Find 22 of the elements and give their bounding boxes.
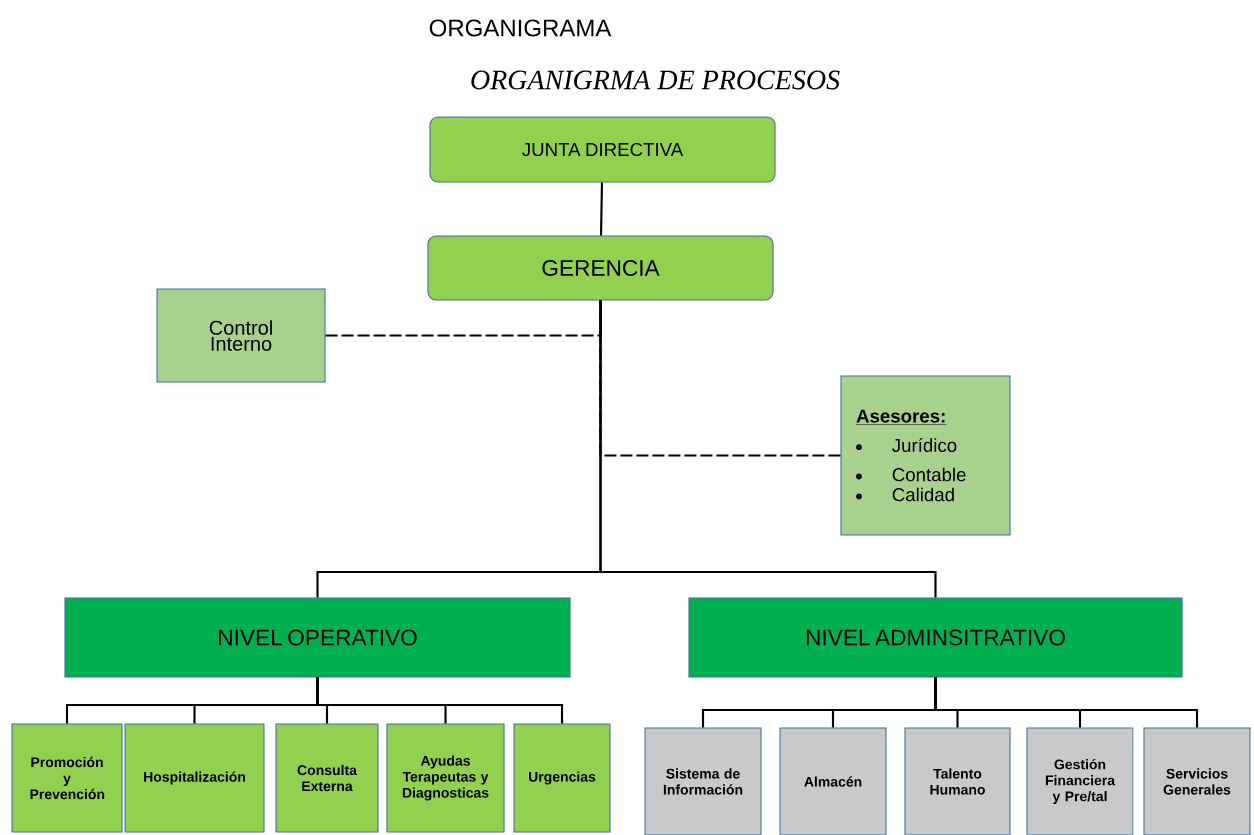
process-box: Hospitalización bbox=[124, 723, 265, 833]
process-box: Urgencias bbox=[513, 723, 611, 833]
level-box: NIVEL OPERATIVO bbox=[64, 597, 571, 678]
process-box: JUNTA DIRECTIVA bbox=[429, 116, 776, 183]
subtitle: ORGANIGRMA DE PROCESOS bbox=[471, 70, 840, 90]
process-box: Control Interno bbox=[156, 288, 326, 383]
process-box: Sistema de Información bbox=[644, 727, 762, 835]
process-box: Consulta Externa bbox=[275, 723, 379, 833]
connector-line bbox=[600, 182, 603, 236]
level-box: NIVEL ADMINSITRATIVO bbox=[688, 597, 1183, 678]
process-box: GERENCIA bbox=[427, 235, 774, 301]
process-box: Talento Humano bbox=[904, 727, 1011, 835]
connector-line bbox=[316, 677, 564, 724]
process-box: Gestión Financiera y Pre/tal bbox=[1026, 727, 1134, 835]
connector-line bbox=[934, 677, 1199, 728]
process-box: Promoción y Prevención bbox=[11, 723, 123, 833]
process-box: Servicios Generales bbox=[1143, 727, 1251, 835]
connector-line bbox=[599, 300, 937, 598]
list-box: Asesores: Jurídico Contable Calidad bbox=[840, 375, 1011, 536]
process-box: Ayudas Terapeutas y Diagnosticas bbox=[386, 723, 505, 833]
title: ORGANIGRAMA bbox=[429, 19, 612, 37]
process-box: Almacén bbox=[779, 727, 887, 835]
